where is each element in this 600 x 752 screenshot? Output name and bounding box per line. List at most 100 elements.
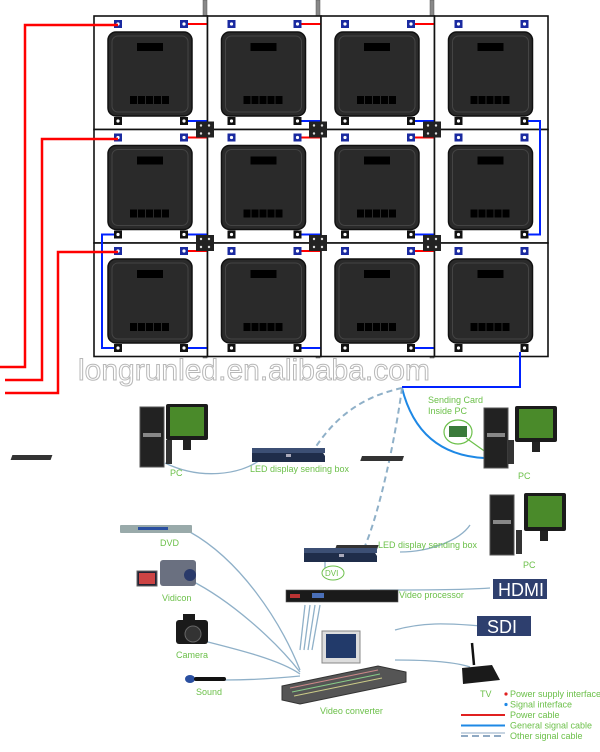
- dvi-label: DVI: [325, 569, 338, 578]
- module-port: [275, 96, 283, 104]
- hdmi-label: HDMI: [498, 580, 544, 600]
- module-port: [243, 323, 251, 331]
- led-cabinet: [206, 242, 322, 358]
- module-port: [243, 96, 251, 104]
- module-port: [267, 96, 275, 104]
- module-port: [146, 209, 153, 218]
- module-label-plate: [477, 156, 504, 165]
- dvd-player: DVD: [120, 525, 192, 548]
- legend-label: General signal cable: [510, 721, 592, 731]
- watermark: longrunled.en.alibaba.com: [78, 354, 430, 387]
- legend-item: Signal interface: [504, 700, 572, 710]
- tv-label: TV: [480, 689, 492, 699]
- module-port: [275, 209, 283, 218]
- module-label-plate: [250, 43, 277, 51]
- module-port: [162, 96, 169, 104]
- led-cabinet: [433, 128, 549, 244]
- module-port: [138, 323, 145, 331]
- led-module: [107, 144, 193, 231]
- module-port: [138, 96, 145, 104]
- module-port: [365, 323, 372, 331]
- led-cabinet: [433, 15, 549, 131]
- led-module: [447, 31, 534, 117]
- device-cables: [164, 459, 491, 681]
- module-port: [502, 323, 510, 331]
- pc-left: PC: [10, 404, 208, 478]
- pc-right-top: PC: [360, 406, 557, 481]
- module-port: [357, 323, 364, 331]
- module-port: [478, 96, 486, 104]
- module-port: [389, 96, 396, 104]
- module-port: [470, 209, 478, 218]
- module-port: [357, 96, 364, 104]
- pc-right-mid: PC: [334, 493, 566, 570]
- video-converter: Video converter: [281, 630, 407, 716]
- module-port: [130, 96, 137, 104]
- module-port: [494, 323, 502, 331]
- junction-plate: [196, 235, 214, 251]
- module-port: [478, 323, 486, 331]
- module-port: [486, 96, 494, 104]
- junction-plate: [423, 121, 441, 138]
- sending-box-top: LED display sending box: [250, 448, 350, 474]
- module-port: [389, 209, 396, 218]
- hdmi-badge: HDMI: [493, 579, 547, 600]
- module-port: [251, 323, 259, 331]
- junction-plate: [309, 235, 327, 251]
- legend-label: Power cable: [510, 710, 560, 720]
- module-label-plate: [364, 270, 390, 278]
- module-port: [470, 323, 478, 331]
- tv-device: TV: [462, 642, 500, 699]
- legend-dot-icon: [504, 702, 508, 707]
- led-module: [447, 144, 534, 231]
- led-module: [334, 31, 420, 117]
- legend-item: General signal cable: [461, 721, 592, 731]
- module-label-plate: [137, 270, 163, 278]
- junction-plate: [423, 235, 441, 251]
- power-feed-lines: [0, 23, 118, 395]
- module-port: [502, 209, 510, 218]
- module-port: [162, 323, 169, 331]
- led-module: [334, 144, 420, 231]
- led-module: [447, 258, 534, 344]
- vidicon: Vidicon: [136, 560, 196, 603]
- module-port: [259, 209, 267, 218]
- module-port: [373, 323, 380, 331]
- module-port: [365, 209, 372, 218]
- sdi-label: SDI: [487, 617, 517, 637]
- vidicon-label: Vidicon: [162, 593, 191, 603]
- module-port: [357, 209, 364, 218]
- video-processor-label: Video processor: [399, 590, 464, 600]
- microphone: Sound: [185, 675, 226, 697]
- dvi-callout: DVI: [321, 565, 345, 581]
- legend-label: Signal interface: [510, 700, 572, 710]
- sending-card: Sending Card Inside PC: [428, 395, 491, 456]
- video-converter-label: Video converter: [320, 706, 383, 716]
- module-port: [478, 209, 486, 218]
- led-module: [334, 258, 420, 344]
- legend-label: Power supply interface: [510, 689, 600, 699]
- module-port: [259, 96, 267, 104]
- module-label-plate: [137, 156, 163, 165]
- module-port: [243, 209, 251, 218]
- module-label-plate: [477, 270, 504, 278]
- led-wall: [93, 0, 549, 359]
- led-module: [220, 144, 307, 231]
- led-cabinet: [93, 15, 209, 131]
- module-port: [373, 96, 380, 104]
- legend-label: Other signal cable: [510, 731, 583, 741]
- module-port: [470, 96, 478, 104]
- led-cabinet: [206, 15, 322, 131]
- led-module: [220, 258, 307, 344]
- camera: Camera: [176, 614, 208, 660]
- module-port: [381, 96, 388, 104]
- module-port: [486, 323, 494, 331]
- module-port: [267, 209, 275, 218]
- module-port: [162, 209, 169, 218]
- module-port: [154, 209, 161, 218]
- module-port: [130, 323, 137, 331]
- pc-right-mid-label: PC: [523, 560, 536, 570]
- legend-item: Power cable: [461, 710, 560, 720]
